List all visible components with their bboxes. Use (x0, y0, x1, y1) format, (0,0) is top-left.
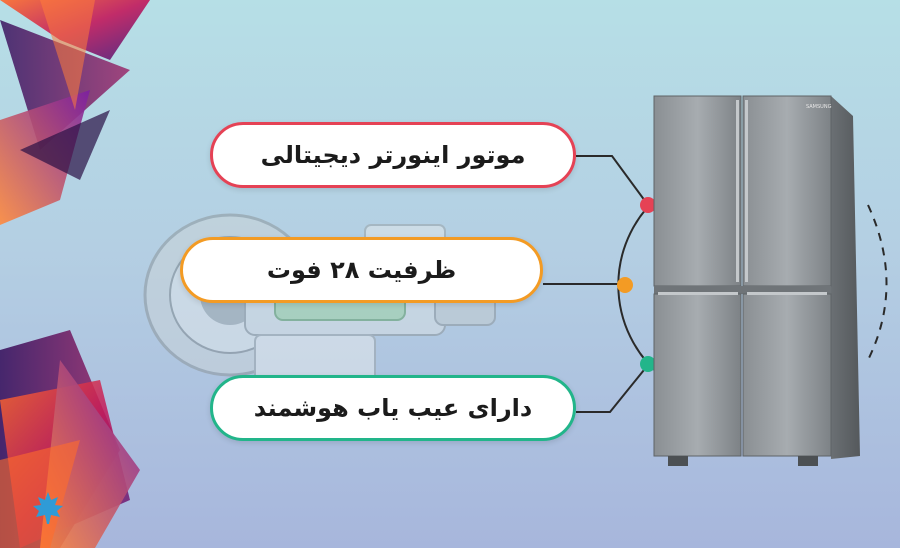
feature-label: موتور اینورتر دیجیتالی (260, 141, 526, 169)
feature-pill-smart-diagnosis: دارای عیب یاب هوشمند (210, 375, 576, 441)
maple-leaf-icon (33, 492, 63, 524)
feature-label: دارای عیب یاب هوشمند (253, 394, 533, 422)
fridge-brand-label: SAMSUNG (806, 104, 832, 110)
feature-label: ظرفیت ۲۸ فوت (266, 256, 457, 284)
green-connector-dot (640, 356, 656, 372)
red-connector-dot (640, 197, 656, 213)
refrigerator-illustration: SAMSUNG (653, 95, 860, 466)
feature-pill-inverter-motor: موتور اینورتر دیجیتالی (210, 122, 576, 188)
orange-connector-dot (617, 277, 633, 293)
feature-pill-capacity: ظرفیت ۲۸ فوت (180, 237, 543, 303)
